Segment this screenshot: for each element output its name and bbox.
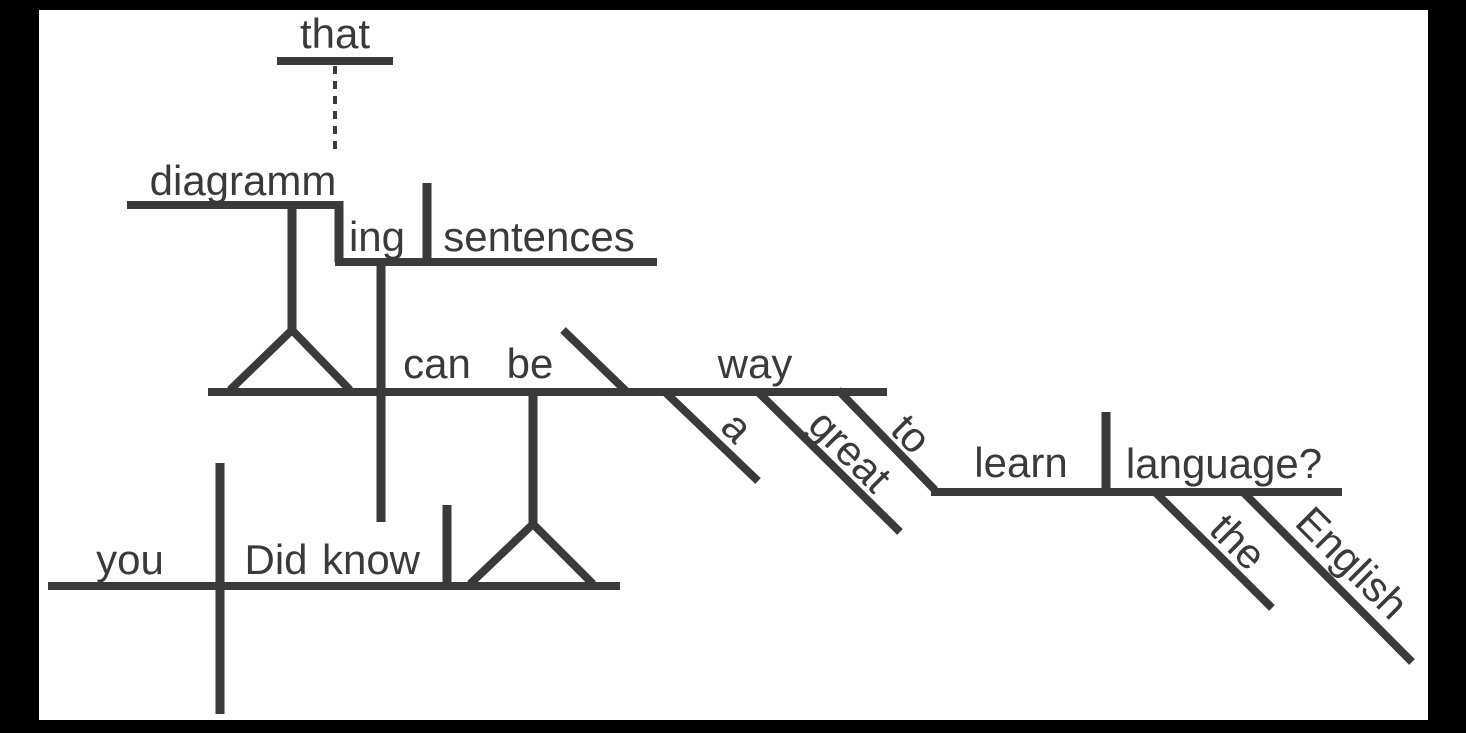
word-be: be — [507, 340, 554, 387]
modifier-line-great — [755, 389, 903, 535]
word-did: Did — [244, 536, 307, 583]
word-learn: learn — [974, 439, 1067, 486]
predicate-nominative-divider — [560, 327, 630, 395]
gerund-pedestal-triangle-right — [289, 327, 353, 393]
word-diagramm: diagramm — [150, 157, 337, 204]
word-language: language? — [1126, 440, 1322, 487]
clause-pedestal-triangle-left — [467, 521, 536, 587]
clause-pedestal-triangle-right — [530, 521, 596, 587]
word-can: can — [403, 340, 471, 387]
diagram-background — [39, 10, 1428, 720]
word-that: that — [300, 10, 370, 57]
modifier-line-english — [1240, 489, 1415, 665]
word-ing: ing — [349, 213, 405, 260]
infinitive-slant-to — [835, 387, 938, 493]
modifier-line-a — [662, 389, 761, 484]
gerund-pedestal-triangle-left — [227, 327, 295, 393]
word-know: know — [322, 536, 421, 583]
word-sentences: sentences — [443, 213, 634, 260]
word-you: you — [96, 536, 164, 583]
modifier-line-the — [1152, 489, 1275, 611]
word-way: way — [717, 340, 793, 387]
